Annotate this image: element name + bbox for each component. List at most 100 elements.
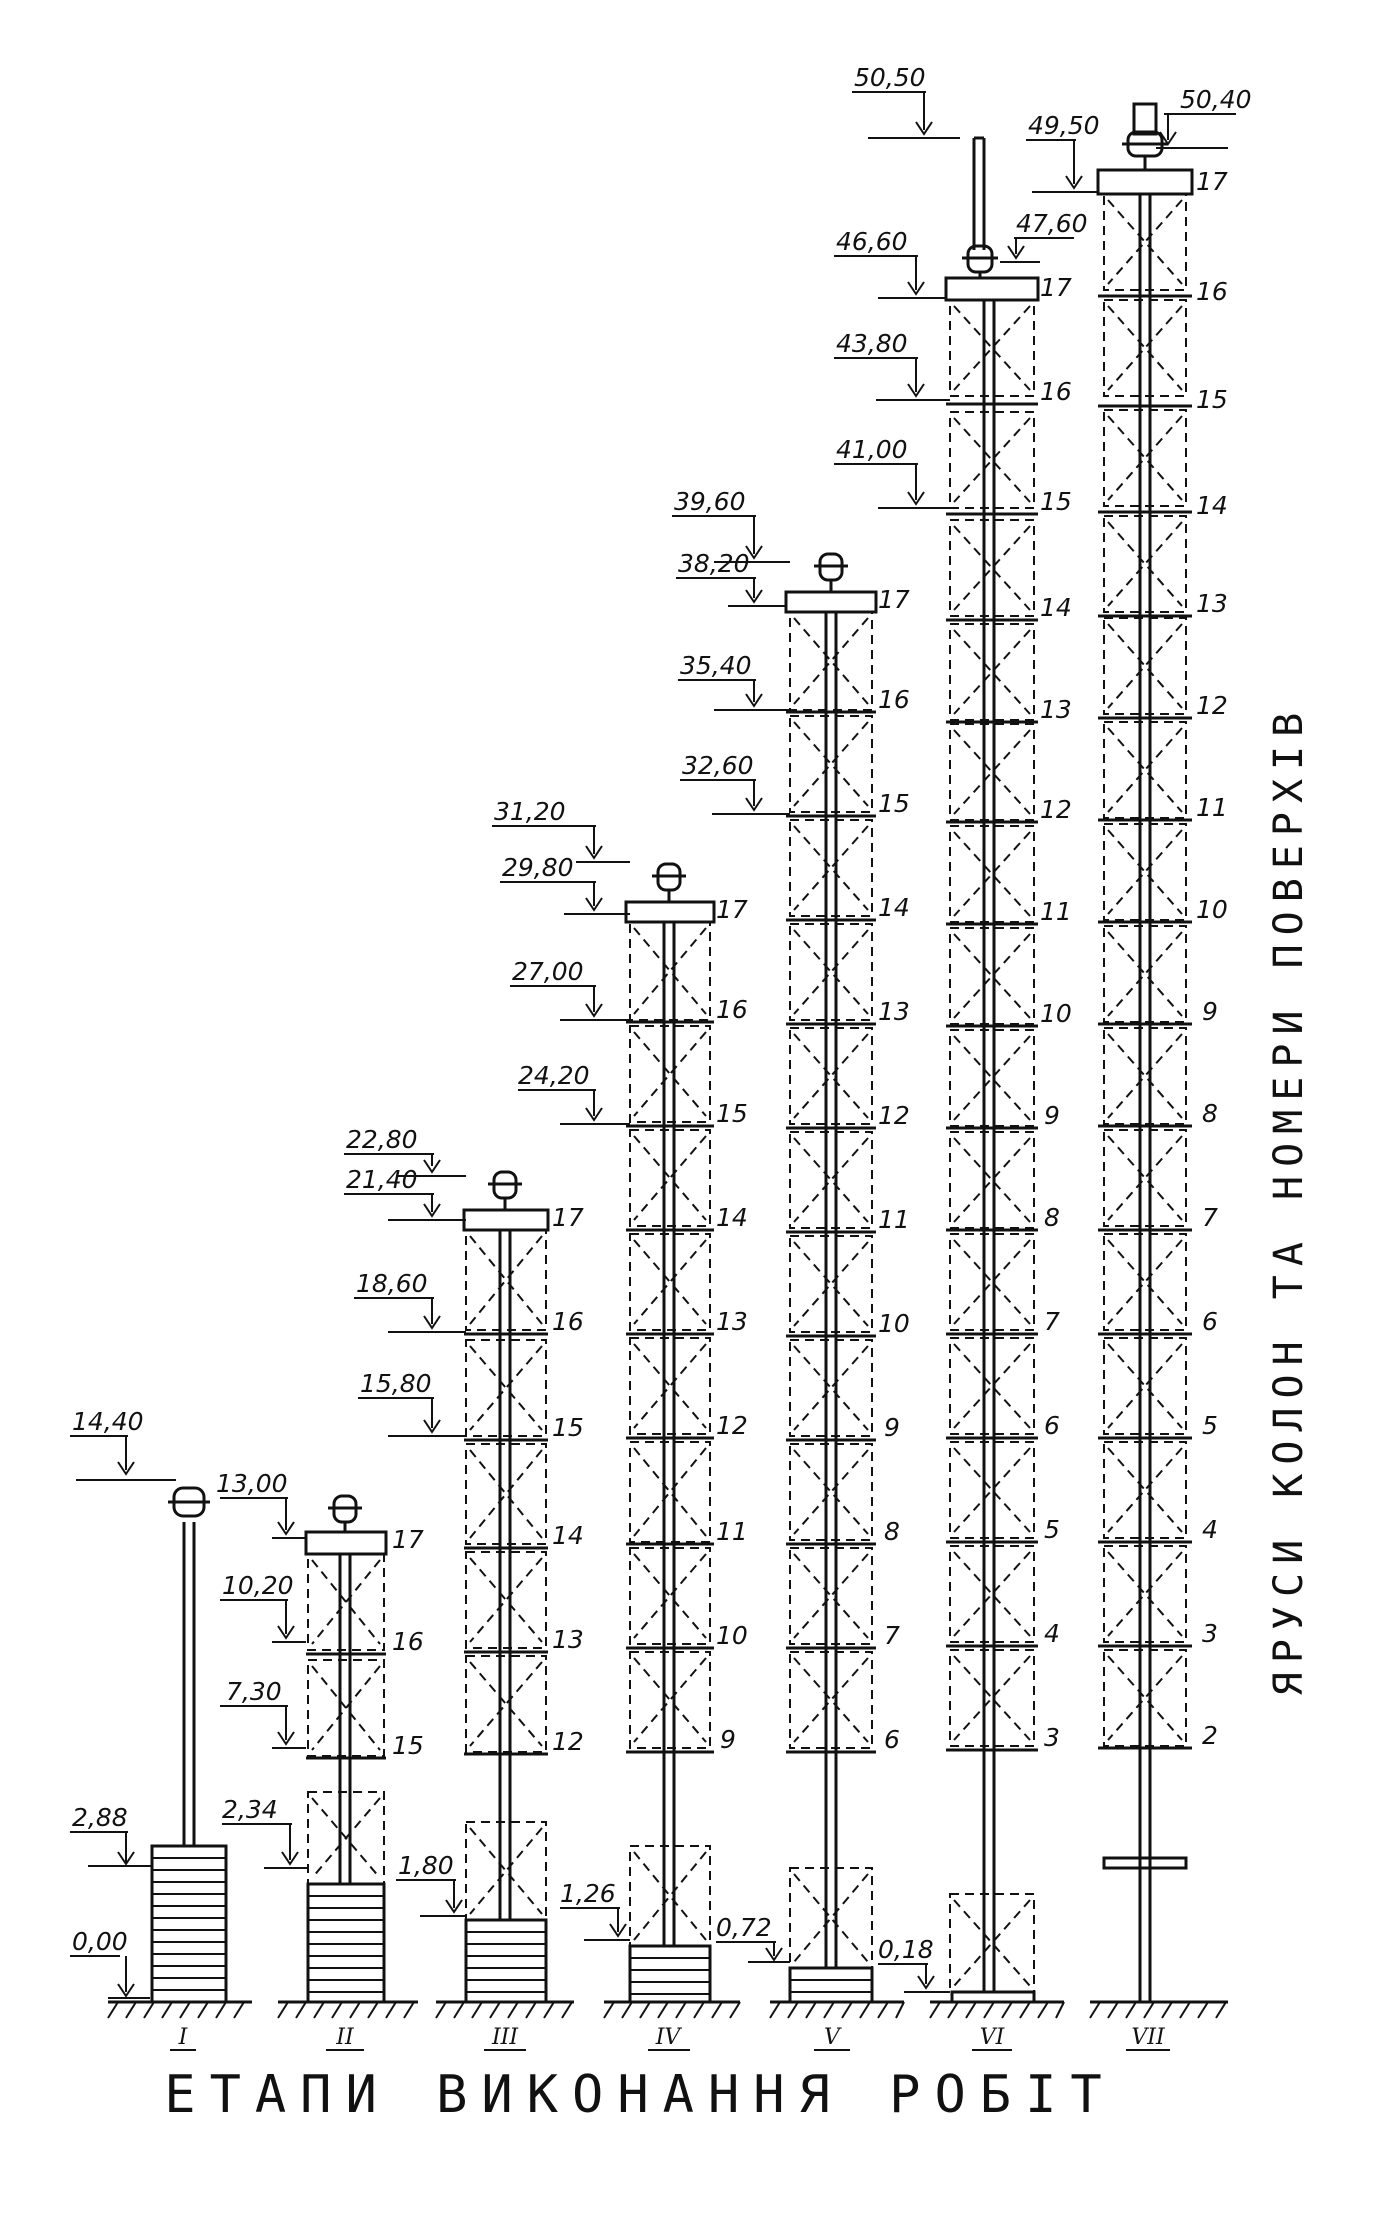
stage-2-level-1: 13,00 (216, 1469, 288, 1498)
stage-7-floor-15: 15 (1196, 385, 1228, 414)
stage-1-level-1: 14,40 (72, 1407, 144, 1436)
stage-3-floor-13: 13 (552, 1625, 584, 1654)
stage-5-floor-6: 6 (884, 1725, 900, 1754)
stage-4-floor-12: 12 (716, 1411, 748, 1440)
stage-6-floor-12: 12 (1040, 795, 1072, 824)
stage-3-level-1: 22,80 (346, 1125, 418, 1154)
stage-6-level-6: 0,18 (878, 1935, 934, 1964)
stage-4: 31,20 29,80 27,00 24,20 1,26 17 16 15 14… (492, 797, 748, 2051)
stage-4-floor-16: 16 (716, 995, 748, 1024)
stage-2-label: II (335, 2025, 355, 2050)
stage-6-floor-13: 13 (1040, 695, 1072, 724)
stage-2-level-2: 10,20 (222, 1571, 294, 1600)
stage-3-floor-12: 12 (552, 1727, 584, 1756)
stage-6-floor-10: 10 (1040, 999, 1072, 1028)
stage-6-floor-14: 14 (1040, 593, 1072, 622)
stage-5-level-2: 38,20 (678, 549, 750, 578)
stage-6: 50,50 46,60 47,60 43,80 41,00 0,18 17 16… (834, 63, 1088, 2051)
stage-2-level-4: 2,34 (222, 1795, 278, 1824)
stage-6-floor-6: 6 (1044, 1411, 1060, 1440)
stage-7-floor-8: 8 (1202, 1099, 1218, 1128)
stage-5-level-5: 0,72 (716, 1913, 772, 1942)
stage-6-floor-9: 9 (1044, 1101, 1060, 1130)
stage-7-floor-7: 7 (1202, 1203, 1218, 1232)
stage-1: 14,40 2,88 0,00 I (70, 1407, 252, 2051)
stage-5-level-1: 39,60 (674, 487, 746, 516)
stage-3-floor-14: 14 (552, 1521, 584, 1550)
stage-6-floor-7: 7 (1044, 1307, 1060, 1336)
stage-5-floor-12: 12 (878, 1101, 910, 1130)
stage-2: 13,00 10,20 7,30 2,34 17 16 15 II (216, 1469, 424, 2051)
stage-6-floor-4: 4 (1044, 1619, 1060, 1648)
stage-4-level-5: 1,26 (560, 1879, 616, 1908)
stage-4-floor-15: 15 (716, 1099, 748, 1128)
stage-3-label: III (491, 2025, 519, 2050)
stage-7-floor-10: 10 (1196, 895, 1228, 924)
stage-6-level-2: 46,60 (836, 227, 908, 256)
stage-7-floor-4: 4 (1202, 1515, 1218, 1544)
stage-7: 50,40 49,50 17 16 15 14 13 12 11 10 9 8 … (1026, 85, 1252, 2051)
stage-7-label: VII (1131, 2025, 1166, 2050)
stage-3-level-5: 1,80 (398, 1851, 454, 1880)
stage-5-floor-13: 13 (878, 997, 910, 1026)
stage-7-floor-11: 11 (1196, 793, 1228, 822)
stage-3-level-2: 21,40 (346, 1165, 418, 1194)
stage-5-floor-11: 11 (878, 1205, 910, 1234)
drawing-title: ЕТАПИ ВИКОНАННЯ РОБІТ (164, 2065, 1115, 2125)
stage-6-level-3: 47,60 (1016, 209, 1088, 238)
stage-6-floor-16: 16 (1040, 377, 1072, 406)
stage-6-floor-15: 15 (1040, 487, 1072, 516)
stage-4-floor-17: 17 (716, 895, 748, 924)
stage-7-floor-16: 16 (1196, 277, 1228, 306)
stage-4-label: IV (655, 2025, 683, 2050)
stage-5-label: V (824, 2025, 842, 2050)
stage-7-floor-6: 6 (1202, 1307, 1218, 1336)
stage-2-level-3: 7,30 (226, 1677, 282, 1706)
stage-6-label: VI (980, 2025, 1006, 2050)
stage-6-floor-17: 17 (1040, 273, 1072, 302)
stage-4-floor-11: 11 (716, 1517, 748, 1546)
stage-4-level-4: 24,20 (518, 1061, 590, 1090)
stage-7-level-1: 50,40 (1180, 85, 1252, 114)
stage-2-floor-17: 17 (392, 1525, 424, 1554)
stage-7-level-2: 49,50 (1028, 111, 1100, 140)
stage-5-floor-15: 15 (878, 789, 910, 818)
stage-3: 22,80 21,40 18,60 15,80 1,80 17 16 15 14… (344, 1125, 584, 2051)
stage-5-floor-16: 16 (878, 685, 910, 714)
stage-4-level-2: 29,80 (502, 853, 574, 882)
stage-4-level-1: 31,20 (494, 797, 566, 826)
stage-4-floor-9: 9 (720, 1725, 736, 1754)
stage-4-floor-14: 14 (716, 1203, 748, 1232)
stage-5-floor-8: 8 (884, 1517, 900, 1546)
stage-5-level-3: 35,40 (680, 651, 752, 680)
stage-5-floor-10: 10 (878, 1309, 910, 1338)
stage-7-floor-17: 17 (1196, 167, 1228, 196)
stage-3-floor-15: 15 (552, 1413, 584, 1442)
stage-7-floor-5: 5 (1202, 1411, 1218, 1440)
stage-5-floor-17: 17 (878, 585, 910, 614)
stage-4-floor-13: 13 (716, 1307, 748, 1336)
stage-2-floor-15: 15 (392, 1731, 424, 1760)
stage-7-floor-13: 13 (1196, 589, 1228, 618)
stage-6-level-1: 50,50 (854, 63, 926, 92)
stage-7-floor-2: 2 (1202, 1721, 1218, 1750)
stage-3-level-3: 18,60 (356, 1269, 428, 1298)
stage-3-level-4: 15,80 (360, 1369, 432, 1398)
stage-6-floor-3: 3 (1044, 1723, 1060, 1752)
stage-6-floor-5: 5 (1044, 1515, 1060, 1544)
stage-1-label: I (178, 2025, 189, 2050)
stage-7-floor-14: 14 (1196, 491, 1228, 520)
stage-5-floor-14: 14 (878, 893, 910, 922)
stage-5: 39,60 38,20 35,40 32,60 0,72 17 16 15 14… (672, 487, 910, 2051)
stage-7-floor-3: 3 (1202, 1619, 1218, 1648)
stage-6-floor-8: 8 (1044, 1203, 1060, 1232)
stage-4-level-3: 27,00 (512, 957, 584, 986)
stage-7-floor-12: 12 (1196, 691, 1228, 720)
stage-2-floor-16: 16 (392, 1627, 424, 1656)
stage-5-floor-9: 9 (884, 1413, 900, 1442)
stage-4-floor-10: 10 (716, 1621, 748, 1650)
stage-1-ground-level: 0,00 (72, 1927, 128, 1956)
stage-3-floor-16: 16 (552, 1307, 584, 1336)
stage-3-floor-17: 17 (552, 1203, 584, 1232)
